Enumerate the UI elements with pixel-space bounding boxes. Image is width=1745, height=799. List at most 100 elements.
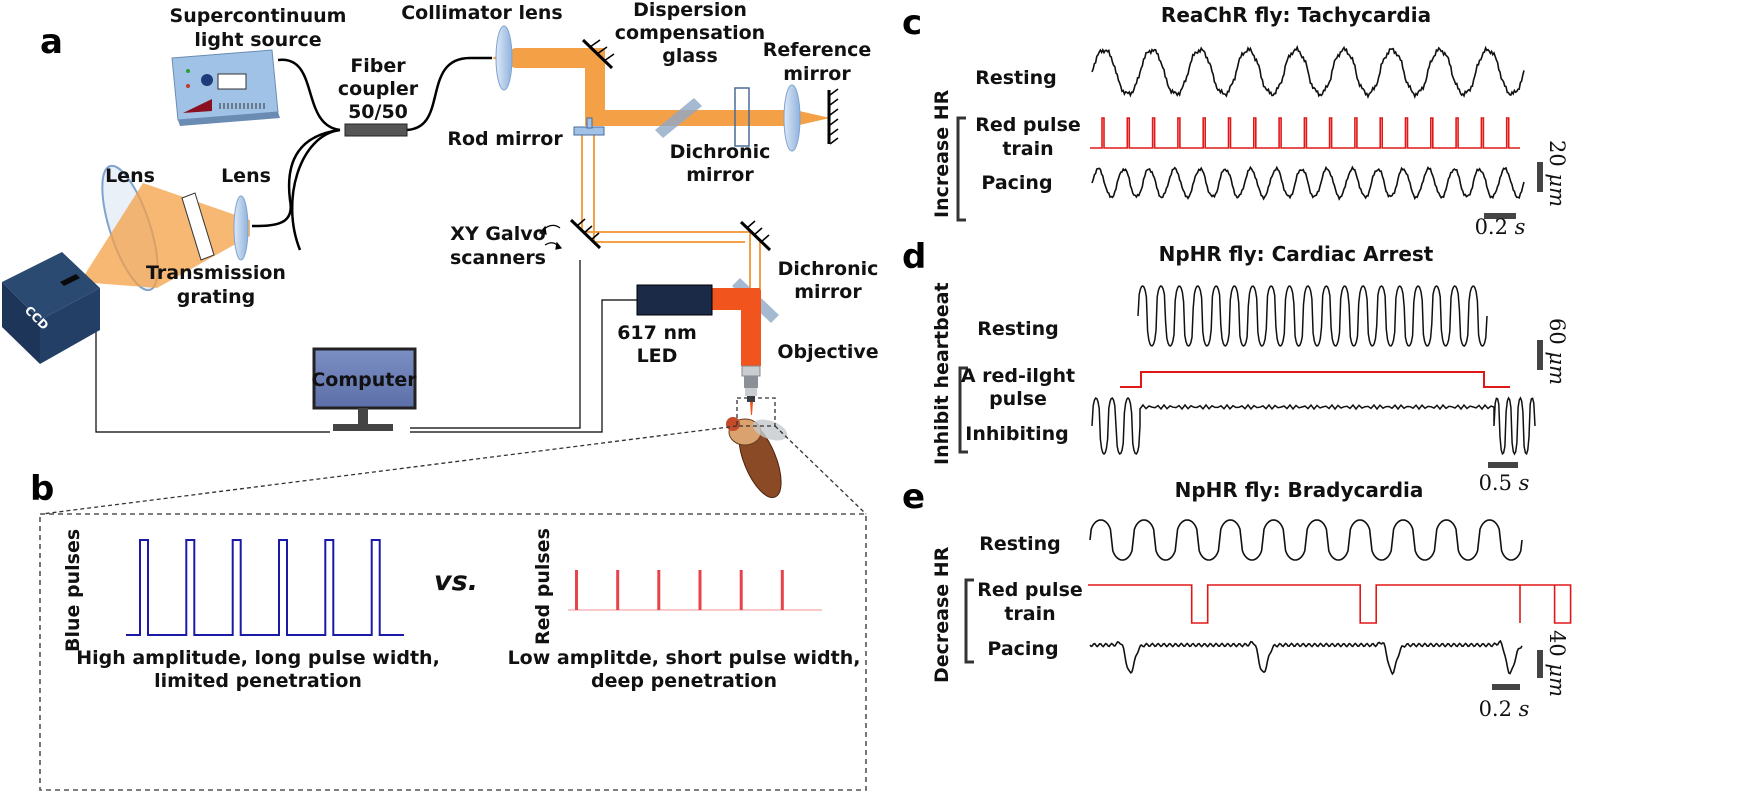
computer-label: Computer bbox=[311, 369, 417, 391]
red-pulse bbox=[616, 570, 620, 610]
panel-d-label: d bbox=[902, 237, 926, 277]
panel-d-title: NpHR fly: Cardiac Arrest bbox=[1159, 242, 1434, 266]
vs-label: vs. bbox=[434, 566, 478, 597]
comparison-box bbox=[39, 513, 867, 791]
panel-e-stim-label-2: train bbox=[1004, 603, 1055, 625]
red-caption-2: deep penetration bbox=[591, 670, 777, 692]
rod-mirror-label: Rod mirror bbox=[447, 128, 563, 150]
panel-e-time-scale-bar bbox=[1492, 684, 1520, 690]
panel-d-resting-trace bbox=[1137, 285, 1488, 347]
panel-c-resting-trace bbox=[1091, 44, 1525, 100]
zoom-line-left bbox=[41, 425, 738, 515]
fiber-coupler-label-1: Fiber bbox=[350, 55, 406, 77]
fiber-coupler-label-2: coupler bbox=[338, 78, 419, 100]
panel-c-time-scale-bar bbox=[1484, 213, 1516, 219]
lens-right bbox=[233, 195, 249, 261]
panel-c-bracket bbox=[956, 116, 966, 222]
panel-c-label: c bbox=[902, 3, 922, 43]
panel-e-pacing-label: Pacing bbox=[987, 638, 1058, 660]
panel-c-stim-label-2: train bbox=[1002, 138, 1053, 160]
dichroic-2-label-1: Dichronic bbox=[778, 258, 879, 280]
led-label-2: LED bbox=[637, 345, 678, 367]
lens-right-label: Lens bbox=[221, 165, 271, 187]
grating-label-1: Transmission bbox=[146, 262, 286, 284]
zoom-box bbox=[736, 397, 776, 427]
panel-c-time-scale-label: 0.2 s bbox=[1475, 215, 1526, 239]
fly-icon bbox=[726, 417, 788, 499]
objective-label: Objective bbox=[777, 341, 878, 363]
fold-mirror-right-hatch bbox=[746, 220, 770, 243]
galvo-rotation-icon bbox=[538, 224, 563, 250]
dispersion-label-2: compensation bbox=[615, 22, 765, 44]
panel-a-label: a bbox=[40, 22, 63, 62]
dispersion-label-3: glass bbox=[662, 45, 718, 67]
panel-e-amp-scale-bar bbox=[1537, 650, 1543, 678]
dichroic-1-label-2: mirror bbox=[686, 164, 754, 186]
panel-c-amp-scale-label: 20 μm bbox=[1545, 140, 1569, 207]
panel-d-side-label: Inhibit heartbeat bbox=[931, 282, 953, 465]
panel-e-pacing-trace bbox=[1089, 639, 1523, 676]
panel-e-bracket bbox=[964, 578, 974, 664]
fiber-cables bbox=[251, 56, 492, 251]
dichroic-2-label-2: mirror bbox=[794, 281, 862, 303]
panel-c-pacing-label: Pacing bbox=[981, 172, 1052, 194]
panel-e-resting-label: Resting bbox=[979, 533, 1061, 555]
panel-d-stim-label-2: pulse bbox=[989, 388, 1047, 410]
panel-d-time-scale-bar bbox=[1488, 462, 1518, 468]
led-label-1: 617 nm bbox=[617, 322, 697, 344]
collimator-lens bbox=[495, 25, 513, 91]
galvo-hatch bbox=[576, 218, 600, 241]
red-pulse bbox=[780, 570, 784, 610]
panel-d-resting-label: Resting bbox=[977, 318, 1059, 340]
zoom-line-right bbox=[774, 425, 867, 515]
red-pulse bbox=[739, 570, 743, 610]
panel-c-resting-label: Resting bbox=[975, 67, 1057, 89]
panel-e-stim-trace bbox=[1088, 584, 1572, 624]
panel-c-amp-scale-bar bbox=[1537, 162, 1543, 192]
panel-e-time-scale-label: 0.2 s bbox=[1479, 697, 1530, 721]
red-pulse bbox=[657, 570, 661, 610]
light-source-label-2: light source bbox=[194, 29, 321, 51]
collimator-label: Collimator lens bbox=[401, 2, 563, 24]
fiber-coupler-label-3: 50/50 bbox=[348, 101, 408, 123]
fiber-coupler bbox=[344, 123, 408, 137]
scan-beam bbox=[581, 130, 761, 290]
reference-lens bbox=[783, 84, 801, 152]
ccd-camera bbox=[2, 252, 100, 364]
panel-d-stim-trace bbox=[1120, 371, 1510, 388]
panel-c-title: ReaChR fly: Tachycardia bbox=[1161, 3, 1431, 27]
reference-mirror-hatch bbox=[829, 88, 839, 145]
spectrometer-beam bbox=[80, 183, 250, 288]
blue-caption-2: limited penetration bbox=[154, 670, 362, 692]
panel-d-inhibiting-trace bbox=[1091, 396, 1536, 456]
panel-d-pacing-label: Inhibiting bbox=[965, 423, 1068, 445]
dispersion-glass bbox=[734, 87, 750, 147]
panel-c-stim-trace bbox=[1090, 117, 1520, 149]
panel-b-label: b bbox=[30, 469, 54, 509]
fold-mirror-right bbox=[739, 220, 772, 252]
red-caption-1: Low amplitde, short pulse width, bbox=[508, 647, 861, 669]
panel-c-side-label: Increase HR bbox=[931, 89, 953, 218]
reference-mirror-label-2: mirror bbox=[783, 63, 851, 85]
red-pulses-axis-label: Red pulses bbox=[532, 528, 554, 645]
panel-e-amp-scale-label: 40 μm bbox=[1545, 630, 1569, 697]
grating-label-2: grating bbox=[177, 286, 256, 308]
panel-e-side-label: Decrease HR bbox=[931, 546, 953, 683]
fold-mirror-top-hatch bbox=[589, 39, 615, 62]
dichroic-mirror-1 bbox=[655, 98, 702, 138]
light-source-label-1: Supercontinuum bbox=[170, 5, 347, 27]
led-box bbox=[636, 284, 713, 316]
reference-mirror-label-1: Reference bbox=[763, 39, 872, 61]
rod-mirror-stem bbox=[586, 117, 593, 129]
dichroic-1-label-1: Dichronic bbox=[670, 141, 771, 163]
blue-pulse-train bbox=[126, 539, 404, 636]
red-pulse bbox=[575, 570, 578, 610]
panel-d-amp-scale-bar bbox=[1537, 340, 1543, 370]
panel-d-stim-label-1: A red-ilght bbox=[961, 365, 1075, 387]
galvo-label-2: scanners bbox=[450, 247, 546, 269]
panel-e-stim-label-1: Red pulse bbox=[977, 579, 1083, 601]
galvo-label-1: XY Galvo bbox=[450, 223, 545, 245]
panel-e-resting-trace bbox=[1089, 519, 1523, 561]
blue-pulses-axis-label: Blue pulses bbox=[62, 529, 84, 652]
